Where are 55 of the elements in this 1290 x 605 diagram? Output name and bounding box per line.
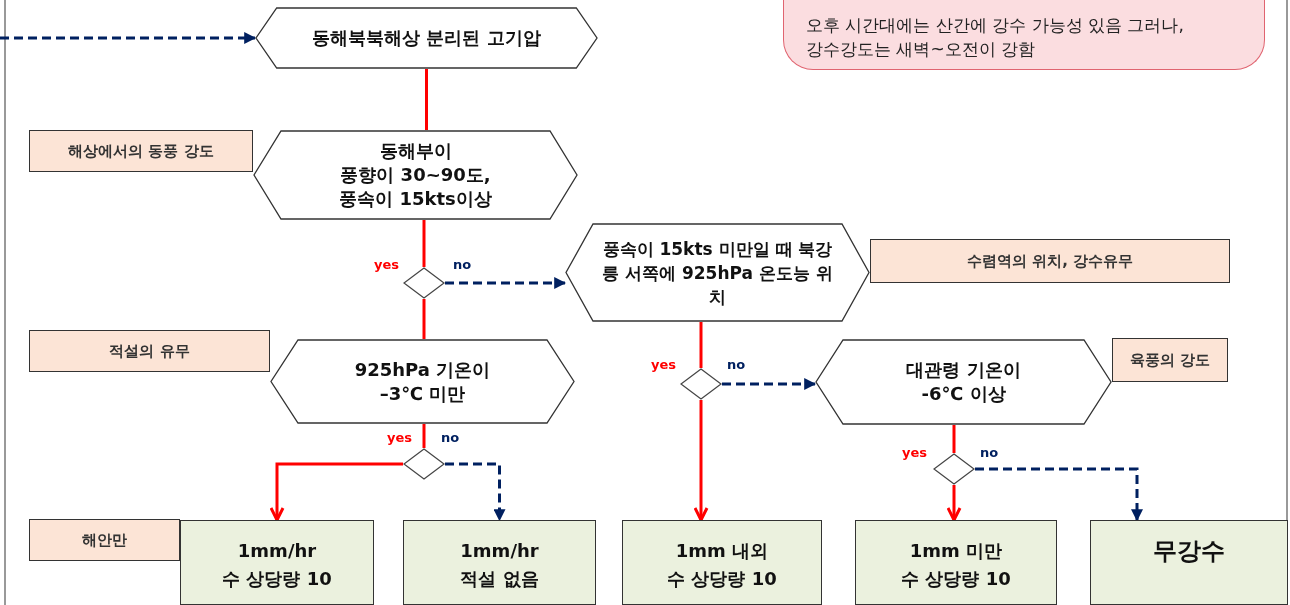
category-tag	[1112, 338, 1228, 382]
tag-text: 해상에서의 동풍 강도	[68, 140, 214, 162]
result-box	[180, 520, 374, 605]
decision-hexagon	[565, 223, 870, 322]
note-text: 오후 시간대에는 산간에 강수 가능성 있음 그러나, 강수강도는 새벽~오전이 강함	[806, 14, 1185, 61]
decision-hexagon	[270, 339, 575, 424]
connector-line	[422, 424, 426, 448]
arrow	[445, 277, 567, 289]
arrow	[269, 462, 403, 522]
result-text: 수 상당량 10	[667, 567, 777, 591]
decision-diamond	[403, 267, 445, 299]
condition-text: 풍속이 15kts 미만일 때 북강릉 서쪽에 925hPa 온도능 위치	[601, 237, 834, 309]
condition-text: 동해북북해상 분리된 고기압	[312, 26, 541, 50]
result-box	[855, 520, 1057, 605]
decision-hexagon	[815, 339, 1112, 425]
result-box	[1090, 520, 1288, 605]
result-text: 수 상당량 10	[901, 567, 1011, 591]
condition-text: 대관령 기온이 -6℃ 이상	[905, 358, 1022, 406]
arrow	[0, 32, 257, 44]
category-tag	[870, 239, 1230, 283]
result-box	[622, 520, 822, 605]
connector-line	[422, 299, 426, 339]
tag-text: 해안만	[82, 529, 127, 551]
decision-hexagon	[253, 130, 578, 220]
result-text: 적설 없음	[460, 567, 539, 591]
tag-text: 육풍의 강도	[1129, 349, 1211, 371]
arrow	[975, 467, 1143, 522]
category-tag	[29, 130, 253, 172]
condition-text: 풍향이 30~90도, 풍속이 15kts이상	[338, 163, 493, 211]
connector-line	[422, 220, 426, 267]
connector-line	[952, 425, 956, 453]
tag-text: 수렴역의 위치, 강수유무	[966, 250, 1134, 272]
tag-text: 적설의 유무	[109, 340, 190, 362]
condition-text: 925hPa 기온이 –3℃ 미만	[353, 357, 492, 406]
result-text: 1mm/hr	[237, 539, 317, 563]
note-callout	[783, 0, 1265, 70]
result-box	[403, 520, 596, 605]
category-tag	[29, 330, 270, 372]
connector-line	[699, 322, 703, 368]
result-text: 1mm 미만	[909, 539, 1003, 563]
decision-diamond	[680, 368, 722, 400]
arrow	[693, 400, 709, 522]
condition-text: 동해부이	[378, 139, 453, 163]
category-tag	[29, 519, 180, 561]
result-text: 무강수	[1153, 537, 1225, 565]
connector-line	[425, 69, 428, 130]
result-text: 1mm 내외	[675, 539, 769, 563]
arrow	[445, 462, 506, 522]
arrow	[722, 378, 817, 390]
decision-diamond	[933, 453, 975, 485]
result-text: 수 상당량 10	[222, 567, 332, 591]
decision-hexagon	[255, 7, 598, 69]
decision-diamond	[403, 448, 445, 480]
arrow	[946, 485, 962, 522]
result-text: 1mm/hr	[460, 539, 539, 563]
